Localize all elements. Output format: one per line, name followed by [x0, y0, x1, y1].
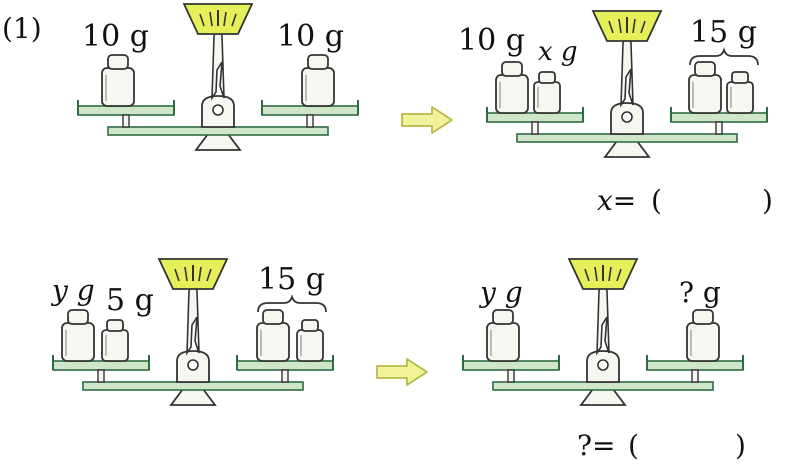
- scale-1: 10 g 10 g: [77, 3, 359, 151]
- scale-2-left-label-1: 10 g: [458, 23, 525, 58]
- answer-q-close: ): [735, 429, 746, 462]
- answer-x-close: ): [762, 184, 773, 217]
- answer-q-open: (: [628, 429, 639, 462]
- scale-2-right-weight-large: [688, 61, 722, 114]
- scale-3-left-label-2: 5 g: [106, 283, 154, 318]
- scale-1-right-label: 10 g: [277, 19, 344, 54]
- answer-x-open: (: [651, 184, 662, 217]
- scale-3-right-brace: [257, 294, 327, 313]
- scale-3-left-weight-small: [101, 319, 129, 362]
- arrow-2: [376, 358, 428, 386]
- scale-4-right-label: ? g: [679, 276, 721, 309]
- scale-1-left-weight: [101, 54, 135, 107]
- scale-4: y g ? g: [462, 258, 744, 406]
- scale-4-right-weight: [686, 309, 720, 362]
- problem-number: (1): [2, 12, 42, 45]
- scale-3-left-weight-large: [61, 309, 95, 362]
- scale-4-left-label: y g: [478, 276, 523, 309]
- scale-3-right-label: 15 g: [258, 262, 325, 297]
- arrow-1: [401, 106, 453, 134]
- scale-2-right-weight-small: [726, 71, 754, 114]
- scale-2: 10 g x g 15 g: [458, 10, 768, 158]
- scale-1-right-weight: [301, 54, 335, 107]
- scale-2-left-weight-large: [495, 61, 529, 114]
- answer-q: ?= ( ): [577, 429, 746, 462]
- answer-q-prefix: ?=: [577, 429, 615, 462]
- scale-3-left-label-1: y g: [50, 274, 95, 307]
- scale-3-right-weight-small: [296, 319, 324, 362]
- answer-x-prefix: x=: [597, 184, 636, 217]
- scale-1-left-label: 10 g: [82, 19, 149, 54]
- scale-2-right-brace: [689, 47, 759, 66]
- scale-2-left-label-2: x g: [538, 37, 578, 67]
- answer-x: x= ( ): [597, 184, 773, 217]
- scale-3-right-weight-large: [256, 309, 290, 362]
- scale-3: y g 5 g 15 g: [50, 258, 334, 406]
- scale-2-left-weight-small: [533, 71, 561, 114]
- scale-2-right-label: 15 g: [690, 15, 757, 50]
- scale-4-left-weight: [486, 309, 520, 362]
